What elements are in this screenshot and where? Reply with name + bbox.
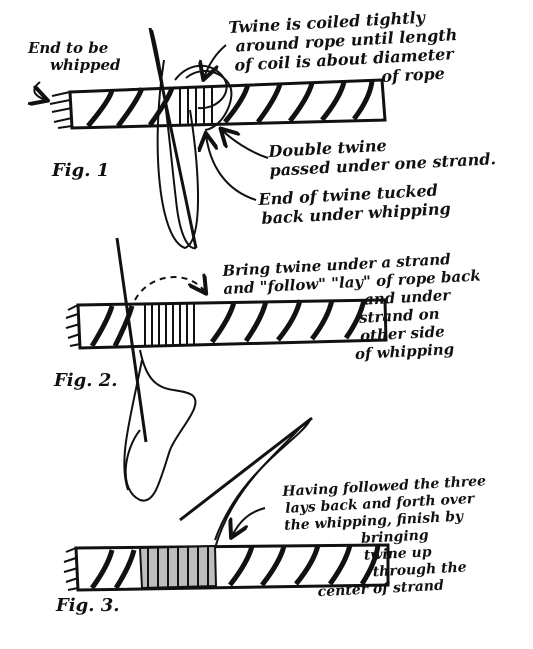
callout-bring-twine: Bring twine under a strand and "follow" … xyxy=(222,249,485,370)
fig2-drawing xyxy=(65,237,388,502)
callout-line: End to be xyxy=(28,39,109,57)
callout-twine-coiled: Twine is coiled tightly around rope unti… xyxy=(228,6,460,94)
figure-label-2: Fig. 2. xyxy=(54,370,118,391)
figure-label-1: Fig. 1 xyxy=(52,160,110,181)
fig2-needle xyxy=(115,237,197,502)
fig3-rope xyxy=(63,543,390,592)
fig2-rope xyxy=(65,298,388,350)
callout-having-followed: Having followed the three lays back and … xyxy=(282,473,492,603)
figure-label-3: Fig. 3. xyxy=(56,595,120,616)
fig3-needle xyxy=(179,416,313,549)
fig3-drawing xyxy=(63,416,390,592)
fig1-drawing xyxy=(34,27,387,250)
fig1-needle xyxy=(148,27,233,250)
callout-end-to-be-whipped: End to be whipped xyxy=(28,40,121,74)
callout-line: whipped xyxy=(50,56,121,74)
